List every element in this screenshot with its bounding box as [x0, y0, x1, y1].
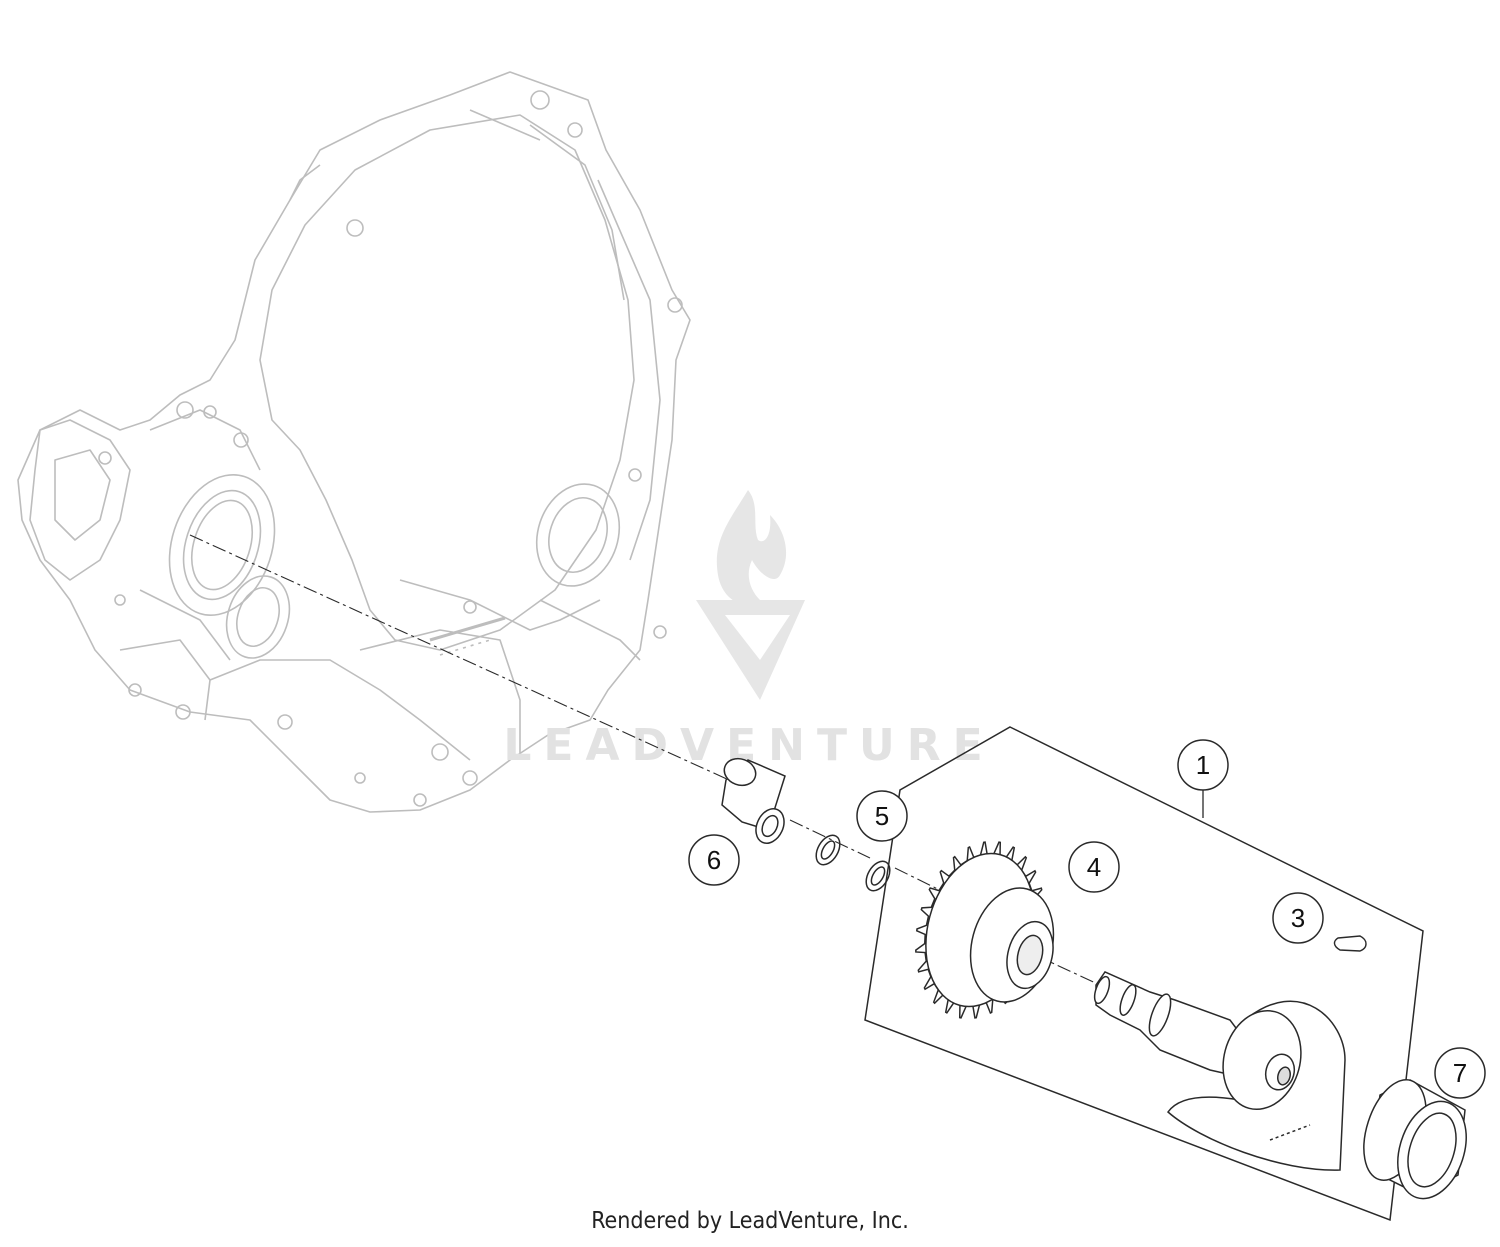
part-4-gear: [915, 841, 1055, 1019]
callout-7[interactable]: 7: [1434, 1047, 1486, 1099]
callout-6[interactable]: 6: [688, 834, 740, 886]
callout-4[interactable]: 4: [1068, 841, 1120, 893]
assembly-box: [864, 726, 1424, 1222]
callout-5[interactable]: 5: [856, 790, 908, 842]
part-5-washers: [815, 834, 891, 892]
part-3-key: [1333, 935, 1367, 952]
callout-5-label: 5: [875, 801, 889, 831]
part-1-kickstart-shaft: [1093, 971, 1346, 1171]
engine-cover-casing: [17, 71, 691, 813]
callout-3-label: 3: [1291, 903, 1305, 933]
watermark-logo: LEADVENTURE: [503, 490, 983, 771]
callout-7-label: 7: [1453, 1058, 1467, 1088]
alignment-centerline: [189, 534, 1101, 986]
callout-3[interactable]: 3: [1272, 892, 1324, 944]
part-6-bushing: [721, 757, 786, 844]
callout-1-label: 1: [1196, 750, 1210, 780]
footer-credit: Rendered by LeadVenture, Inc.: [591, 1208, 909, 1234]
callout-4-label: 4: [1087, 852, 1101, 882]
callout-1[interactable]: 1: [1177, 739, 1229, 791]
callout-6-label: 6: [707, 845, 721, 875]
part-7-bushing: [1363, 1079, 1467, 1200]
